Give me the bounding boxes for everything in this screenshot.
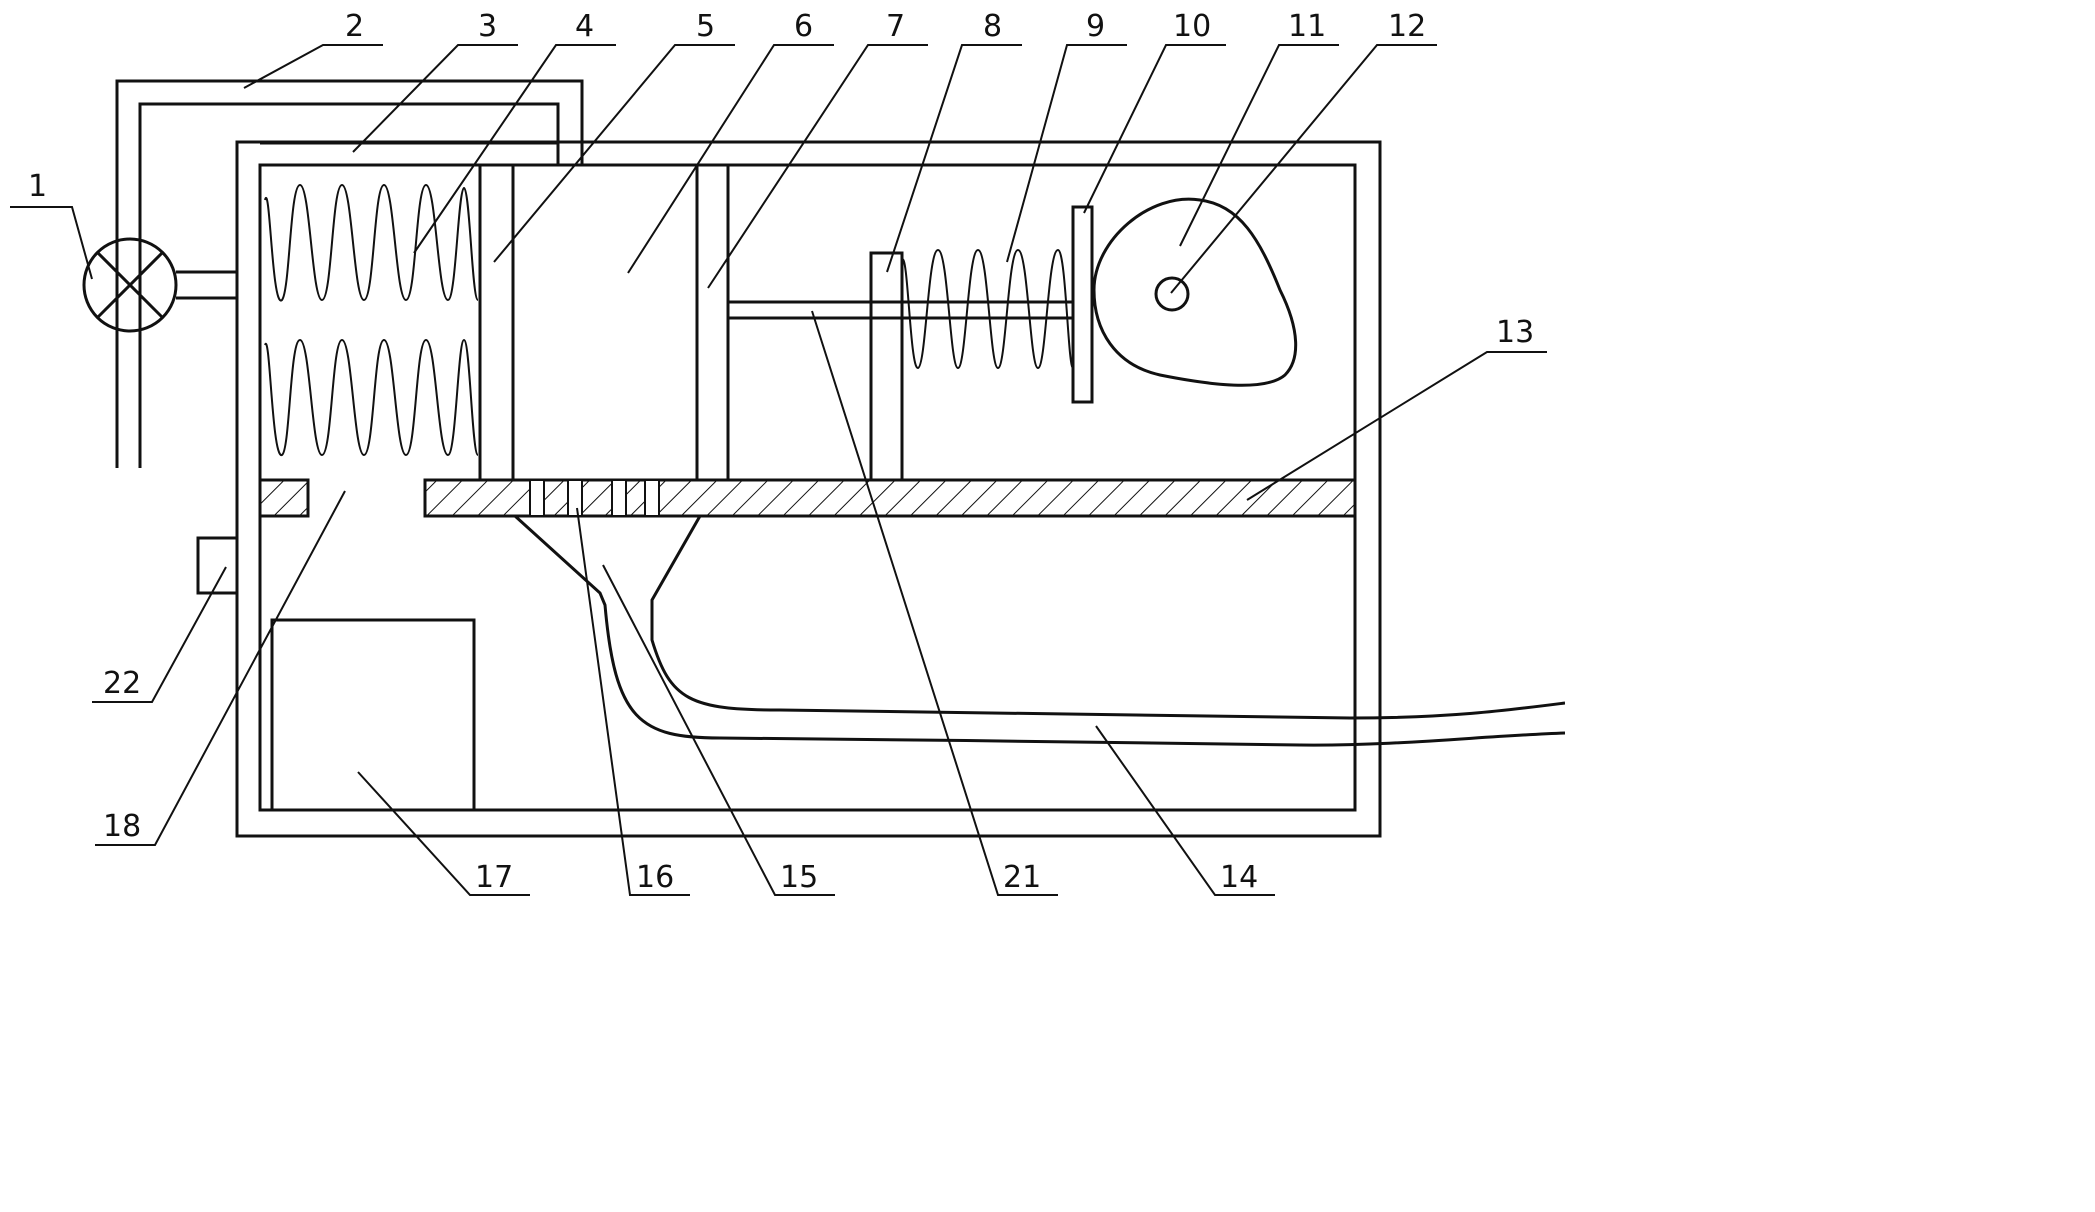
label-12: 12 [1388, 9, 1426, 44]
funnel [513, 514, 1565, 747]
label-10: 10 [1173, 9, 1211, 44]
spring-lower [264, 338, 479, 457]
partition-plate [258, 478, 1357, 518]
leader-lines [10, 44, 1547, 896]
sensor-box [196, 536, 239, 595]
pipe [115, 79, 584, 468]
label-14: 14 [1220, 860, 1258, 895]
patent-diagram: 1 2 3 4 5 6 7 8 9 10 11 12 13 14 15 16 1… [10, 9, 1565, 896]
spring-upper [264, 183, 479, 302]
piston-plate [478, 165, 515, 480]
label-5: 5 [696, 9, 715, 44]
label-3: 3 [478, 9, 497, 44]
label-21: 21 [1003, 860, 1041, 895]
label-7: 7 [886, 9, 905, 44]
label-15: 15 [780, 860, 818, 895]
label-9: 9 [1086, 9, 1105, 44]
valve [82, 237, 237, 333]
label-18: 18 [103, 809, 141, 844]
label-16: 16 [636, 860, 674, 895]
label-17: 17 [475, 860, 513, 895]
label-1: 1 [28, 169, 47, 204]
partition [695, 165, 730, 480]
stop-post [869, 251, 904, 482]
label-8: 8 [983, 9, 1002, 44]
storage-box [270, 618, 476, 812]
follower-plate [1071, 205, 1094, 404]
label-6: 6 [794, 9, 813, 44]
label-11: 11 [1288, 9, 1326, 44]
label-2: 2 [345, 9, 364, 44]
cam [1092, 197, 1298, 387]
label-22: 22 [103, 666, 141, 701]
reference-labels: 1 2 3 4 5 6 7 8 9 10 11 12 13 14 15 16 1… [28, 9, 1534, 895]
spring-return [901, 248, 1074, 370]
cam-shaft [1154, 276, 1190, 312]
label-4: 4 [575, 9, 594, 44]
label-13: 13 [1496, 315, 1534, 350]
